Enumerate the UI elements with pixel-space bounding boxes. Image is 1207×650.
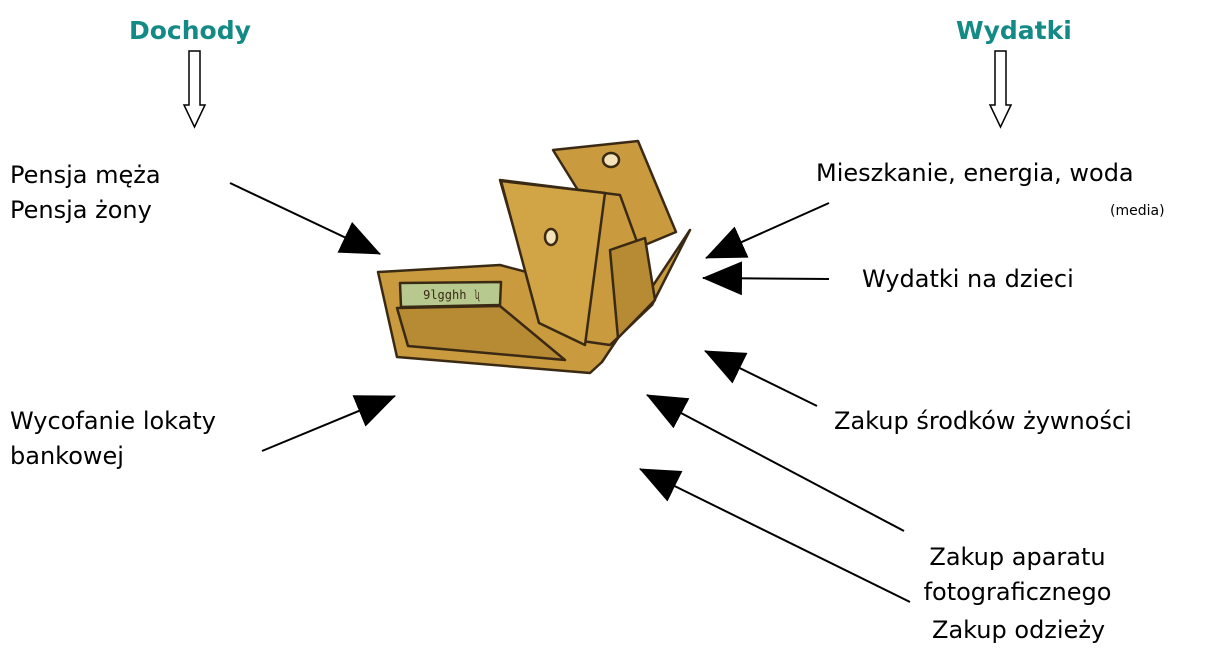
income-label-deposit-withdrawal: Wycofanie lokaty bankowej xyxy=(10,404,216,474)
expense-arrow-housing xyxy=(705,202,830,259)
expense-label-camera: Zakup aparatu fotograficznego xyxy=(910,540,1125,610)
income-label-line: Wycofanie lokaty xyxy=(10,407,216,435)
expense-label-line: Wydatki na dzieci xyxy=(862,265,1074,293)
wallet-illustration-icon xyxy=(376,139,692,375)
income-label-line: Pensja męża xyxy=(10,161,161,189)
income-arrow-salaries xyxy=(229,182,381,255)
expense-arrow-camera xyxy=(646,394,905,532)
expense-label-line: Zakup aparatu xyxy=(929,543,1106,571)
expense-label-line: fotograficznego xyxy=(923,578,1112,606)
expense-note-media: (media) xyxy=(1110,203,1165,219)
expense-label-line: Zakup odzieży xyxy=(932,616,1106,644)
expense-label-clothing: Zakup odzieży xyxy=(932,613,1105,648)
expense-arrow-food xyxy=(704,350,818,407)
expense-label-housing: Mieszkanie, energia, woda xyxy=(816,156,1134,191)
expense-label-line: Mieszkanie, energia, woda xyxy=(816,159,1134,187)
income-label-line: bankowej xyxy=(10,442,124,470)
income-heading: Dochody xyxy=(129,16,251,45)
expense-arrow-children xyxy=(702,261,830,296)
wallet-card-text: 9lgghh ʯ xyxy=(423,288,481,302)
income-label-line: Pensja żony xyxy=(10,196,152,224)
expense-label-food: Zakup środków żywności xyxy=(834,404,1132,439)
expense-arrow-clothing xyxy=(639,468,911,603)
expense-label-line: Zakup środków żywności xyxy=(834,407,1132,435)
expenses-heading: Wydatki xyxy=(956,16,1072,45)
income-label-salaries: Pensja męża Pensja żony xyxy=(10,158,161,228)
income-down-arrow-icon xyxy=(182,50,207,129)
expense-label-children: Wydatki na dzieci xyxy=(862,262,1074,297)
income-arrow-deposit xyxy=(261,395,396,452)
expenses-down-arrow-icon xyxy=(988,50,1013,129)
